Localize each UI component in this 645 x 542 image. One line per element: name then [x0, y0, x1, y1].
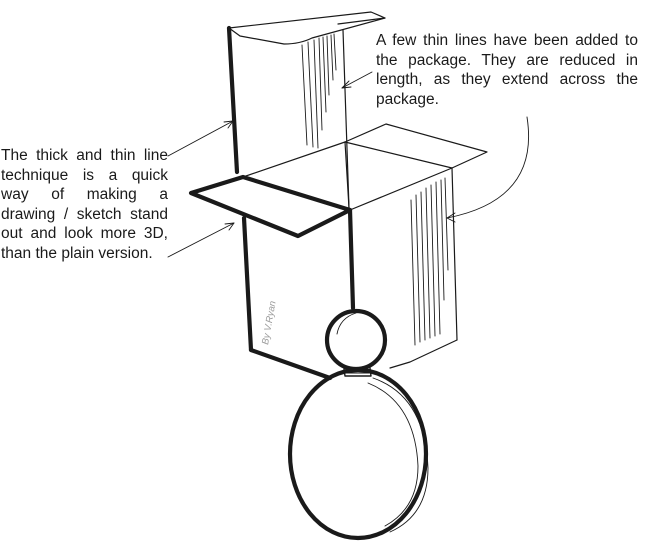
- thin-hatch-lines-back: [301, 33, 337, 149]
- arrow-to-right-hatch: [446, 116, 529, 219]
- arrow-to-wall-edge: [167, 222, 235, 258]
- thin-lines-note: A few thin lines have been added to the …: [376, 32, 638, 108]
- package-body: [241, 167, 458, 381]
- bottle: [287, 308, 429, 541]
- thin-hatch-lines-right: [410, 177, 449, 346]
- pointer-arrows: [167, 71, 529, 258]
- arrow-to-flap-edge: [167, 120, 234, 157]
- thick-thin-technique-note: The thick and thin line technique is a q…: [1, 147, 168, 262]
- signature: By V.Ryan: [260, 300, 279, 345]
- package-upper-flap: [226, 11, 386, 209]
- arrow-to-back-hatch: [341, 71, 373, 89]
